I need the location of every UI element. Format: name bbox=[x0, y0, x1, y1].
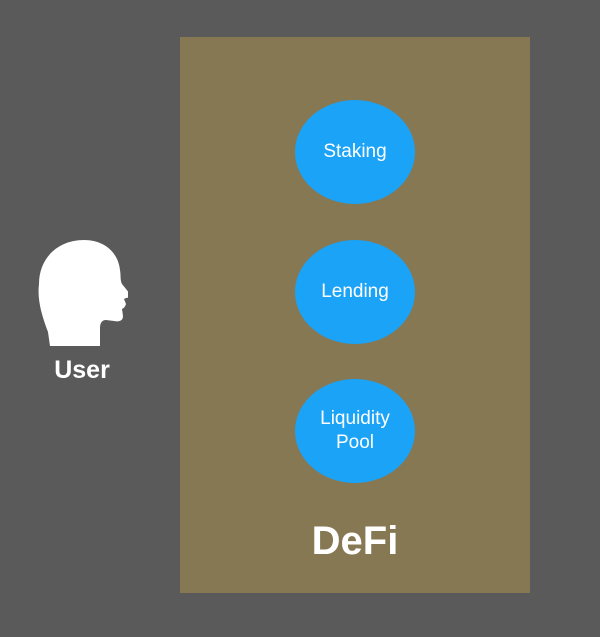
user-label: User bbox=[54, 356, 110, 384]
user-head-icon bbox=[36, 236, 131, 346]
defi-label: DeFi bbox=[311, 519, 399, 563]
liquidity-pool-node: Liquidity Pool bbox=[295, 379, 415, 483]
lending-node: Lending bbox=[295, 240, 415, 344]
staking-node: Staking bbox=[295, 100, 415, 204]
defi-panel: Staking Lending Liquidity Pool DeFi bbox=[180, 37, 530, 593]
